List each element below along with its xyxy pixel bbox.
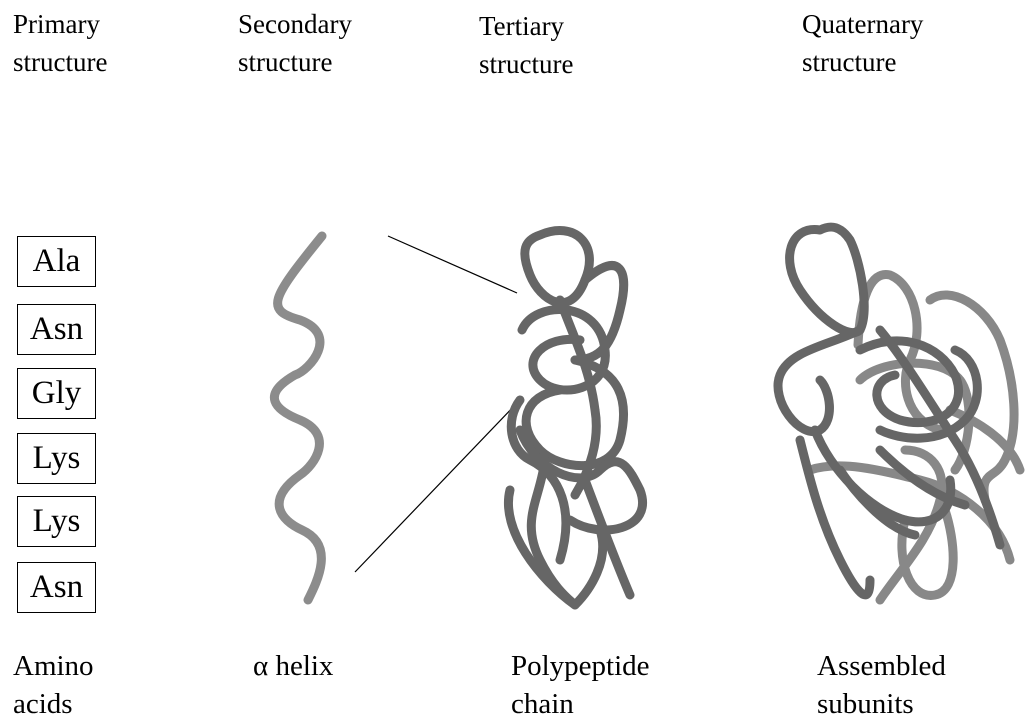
caption-assembled-subunits: Assembled subunits [817, 647, 946, 723]
zoom-line-top [388, 236, 517, 293]
caption-polypeptide-chain: Polypeptide chain [511, 647, 650, 723]
caption-alpha-helix: α helix [253, 647, 333, 685]
assembled-subunits-shape [778, 227, 1020, 600]
zoom-line-bottom [355, 402, 518, 572]
caption-amino-acids: Amino acids [13, 647, 94, 723]
polypeptide-chain-shape [508, 231, 642, 605]
alpha-helix-shape [274, 236, 322, 600]
